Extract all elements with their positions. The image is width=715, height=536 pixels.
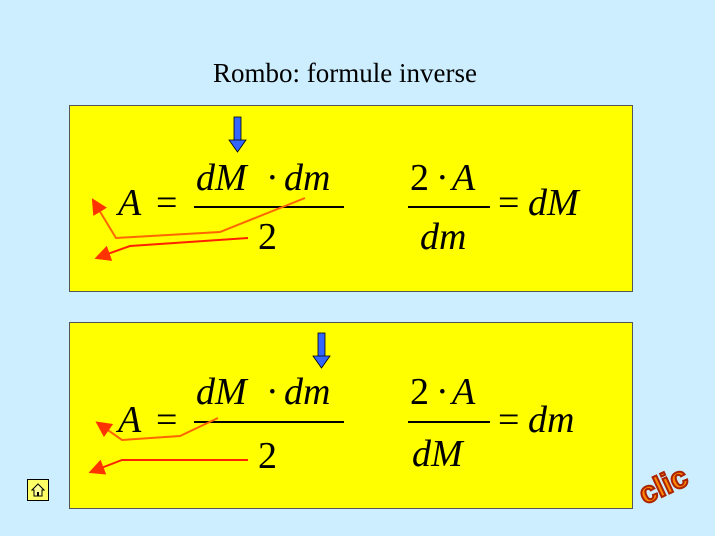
area-symbol: A bbox=[118, 399, 142, 441]
multiply-dot: · bbox=[436, 371, 449, 413]
major-diagonal: dM bbox=[412, 433, 463, 475]
clic-label: clic bbox=[634, 460, 689, 511]
equals-sign: = bbox=[498, 182, 520, 224]
clic-button[interactable]: clic bbox=[633, 452, 689, 514]
page-title: Rombo: formule inverse bbox=[213, 58, 477, 88]
fraction-bar bbox=[408, 206, 490, 208]
fraction-bar bbox=[194, 206, 344, 208]
result-minor-diagonal: dm bbox=[528, 399, 575, 441]
area-symbol: A bbox=[452, 157, 476, 199]
denominator-two: 2 bbox=[258, 216, 277, 258]
fraction-bar bbox=[408, 421, 490, 423]
coefficient-two: 2 bbox=[410, 371, 429, 413]
area-symbol: A bbox=[118, 182, 142, 224]
formula-panel-1: A = dM · dm 2 2 · A dm = dM bbox=[69, 105, 633, 292]
multiply-dot: · bbox=[266, 157, 279, 199]
home-icon bbox=[31, 483, 45, 497]
minor-diagonal: dm bbox=[284, 157, 331, 199]
minor-diagonal: dm bbox=[420, 216, 467, 258]
home-button[interactable] bbox=[27, 479, 49, 501]
fraction-bar bbox=[194, 421, 344, 423]
minor-diagonal: dm bbox=[284, 371, 331, 413]
multiply-dot: · bbox=[436, 157, 449, 199]
multiply-dot: · bbox=[266, 371, 279, 413]
equals-sign: = bbox=[156, 182, 178, 224]
equals-sign: = bbox=[498, 399, 520, 441]
major-diagonal: dM bbox=[196, 157, 247, 199]
area-symbol: A bbox=[452, 371, 476, 413]
major-diagonal: dM bbox=[196, 371, 247, 413]
denominator-two: 2 bbox=[258, 435, 277, 477]
coefficient-two: 2 bbox=[410, 157, 429, 199]
formula-panel-2: A = dM · dm 2 2 · A dM = dm bbox=[69, 322, 633, 509]
result-major-diagonal: dM bbox=[528, 182, 579, 224]
equals-sign: = bbox=[156, 399, 178, 441]
